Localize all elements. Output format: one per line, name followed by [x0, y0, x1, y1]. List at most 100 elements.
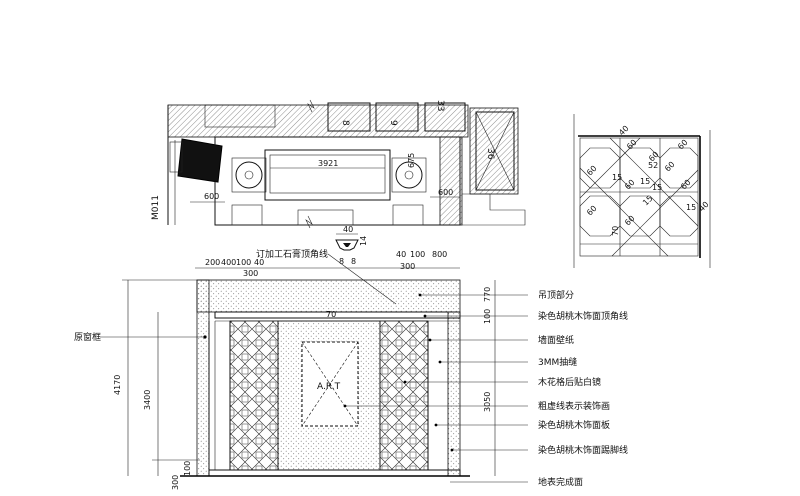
molding-label: 订加工石膏顶角线 [256, 248, 328, 260]
plan-black-chair [177, 138, 223, 183]
lattice-diagonal [579, 167, 669, 257]
right-100-label: 100 [483, 309, 492, 324]
plan-side-table-left [231, 157, 267, 193]
break-mark [307, 99, 315, 113]
detail-dim-label: 15 [640, 177, 650, 186]
window-frame-label: 原窗框 [74, 331, 101, 343]
plan-lamp-right [395, 161, 423, 189]
leader-dot [403, 380, 407, 384]
sofa-width-label: 3921 [318, 159, 338, 168]
callout-label: 木花格后贴白镜 [538, 376, 601, 388]
dim-600-left-label: 600 [204, 192, 219, 201]
plan-step [462, 193, 526, 226]
left-100-label: 100 [183, 461, 192, 476]
room-36-label: 36 [485, 148, 495, 160]
top-dim-label: 40 [254, 258, 264, 267]
leader-dot [434, 423, 438, 427]
plan-room-36-wall [469, 107, 519, 195]
plan-room-36-cross [475, 111, 515, 191]
detail-dim-label: 60 [585, 204, 599, 218]
callout-label: 粗虚线表示装饰画 [538, 400, 610, 412]
dim-70-label: 70 [326, 310, 336, 319]
dim-675-label: 675 [407, 153, 416, 168]
leader-dot [203, 335, 207, 339]
top-dim-label-right: 800 [432, 250, 447, 259]
molding-profile [335, 239, 359, 251]
detail-dim-label: 15 [652, 183, 662, 192]
left-300-label: 300 [171, 475, 180, 490]
detail-dim-label: 70 [611, 226, 620, 236]
molding-callout: 订加工石膏顶角线 40 8 8 14 [256, 225, 397, 305]
callout-leaders [345, 294, 528, 483]
callout-label: 染色胡桃木饰面踢脚线 [538, 444, 628, 456]
painting-cross [301, 341, 359, 427]
molding-profile-core [343, 243, 351, 247]
detail-dim-label: 60 [676, 138, 690, 152]
lattice-octagon [619, 195, 661, 237]
room-33-label: 33 [435, 100, 445, 111]
detail-dim-label: 60 [663, 160, 677, 174]
plan-sofa-seat [269, 154, 386, 194]
callout-label: 地表完成面 [538, 476, 583, 488]
top-dim-label: 200 [205, 258, 220, 267]
lattice-detail: 40 60 60 60 52 60 60 15 15 60 15 60 15 6… [573, 114, 711, 268]
molding-dim-8b: 8 [351, 257, 356, 266]
detail-dim-label: 15 [612, 173, 622, 182]
room-8-label: 8 [340, 120, 350, 126]
plan-lamp-left [235, 161, 263, 189]
leader-dot [428, 338, 432, 342]
plan-lamp-left-core [244, 170, 254, 180]
detail-dim-label: 52 [648, 161, 658, 170]
callout-label: 染色胡桃木饰面顶角线 [538, 310, 628, 322]
detail-dim-label: 15 [686, 203, 696, 212]
ceiling-band [196, 279, 461, 313]
lattice-panel-left [229, 320, 279, 471]
molding-dim-40: 40 [343, 225, 353, 234]
dim-300-right-label: 300 [400, 262, 415, 271]
leader-dot [423, 314, 427, 318]
lattice-octagon [579, 195, 621, 237]
plan-room-33 [424, 102, 466, 132]
right-3050-label: 3050 [483, 392, 492, 412]
lattice-octagon [579, 147, 621, 189]
plan-room-8 [327, 102, 371, 132]
detail-dim-label: 60 [623, 178, 637, 192]
plan-chair-bottom-right [392, 204, 424, 226]
leader-dot [418, 293, 422, 297]
top-dim-label-right: 100 [410, 250, 425, 259]
room-9-label: 9 [388, 120, 398, 126]
callout-label: 3MM抽缝 [538, 356, 577, 368]
left-total-label: 4170 [113, 375, 122, 395]
dim-600-right-label: 600 [438, 188, 453, 197]
callout-label: 吊顶部分 [538, 289, 574, 301]
top-dim-label: 400 [221, 258, 236, 267]
plan-right-wall [439, 136, 463, 226]
lattice-diagonal [611, 169, 699, 257]
elevation: 200 400 100 40 40 100 800 300 300 70 A.R… [74, 250, 628, 490]
top-dim-label: 100 [236, 258, 251, 267]
leader-dot [438, 360, 442, 364]
plan-top-room-left [204, 104, 276, 128]
callout-label: 染色胡桃木饰面板 [538, 419, 610, 431]
dim-300-left-label: 300 [243, 269, 258, 278]
cornice-line [214, 311, 461, 319]
plan-chair-back [169, 141, 183, 173]
lattice-diagonal [609, 137, 699, 227]
skirting [208, 469, 461, 477]
floor-plan: 8 9 33 M011 3921 675 600 [151, 99, 526, 229]
molding-dim-14: 14 [359, 236, 368, 246]
plan-sofa [264, 149, 391, 201]
leader-dot [450, 448, 454, 452]
molding-dim-8a: 8 [339, 257, 344, 266]
plan-lamp-right-core [404, 170, 414, 180]
plan-table-bottom [297, 209, 354, 226]
detail-dim-label: 40 [697, 200, 711, 214]
right-770-label: 770 [483, 287, 492, 302]
wall-tag-label: M011 [151, 195, 161, 220]
plan-side-table-right [391, 157, 427, 193]
art-text: A.R.T [317, 382, 341, 392]
lattice-diagonal [579, 137, 641, 199]
callout-label: 墙面壁纸 [538, 334, 574, 346]
detail-pattern-area [579, 137, 699, 257]
